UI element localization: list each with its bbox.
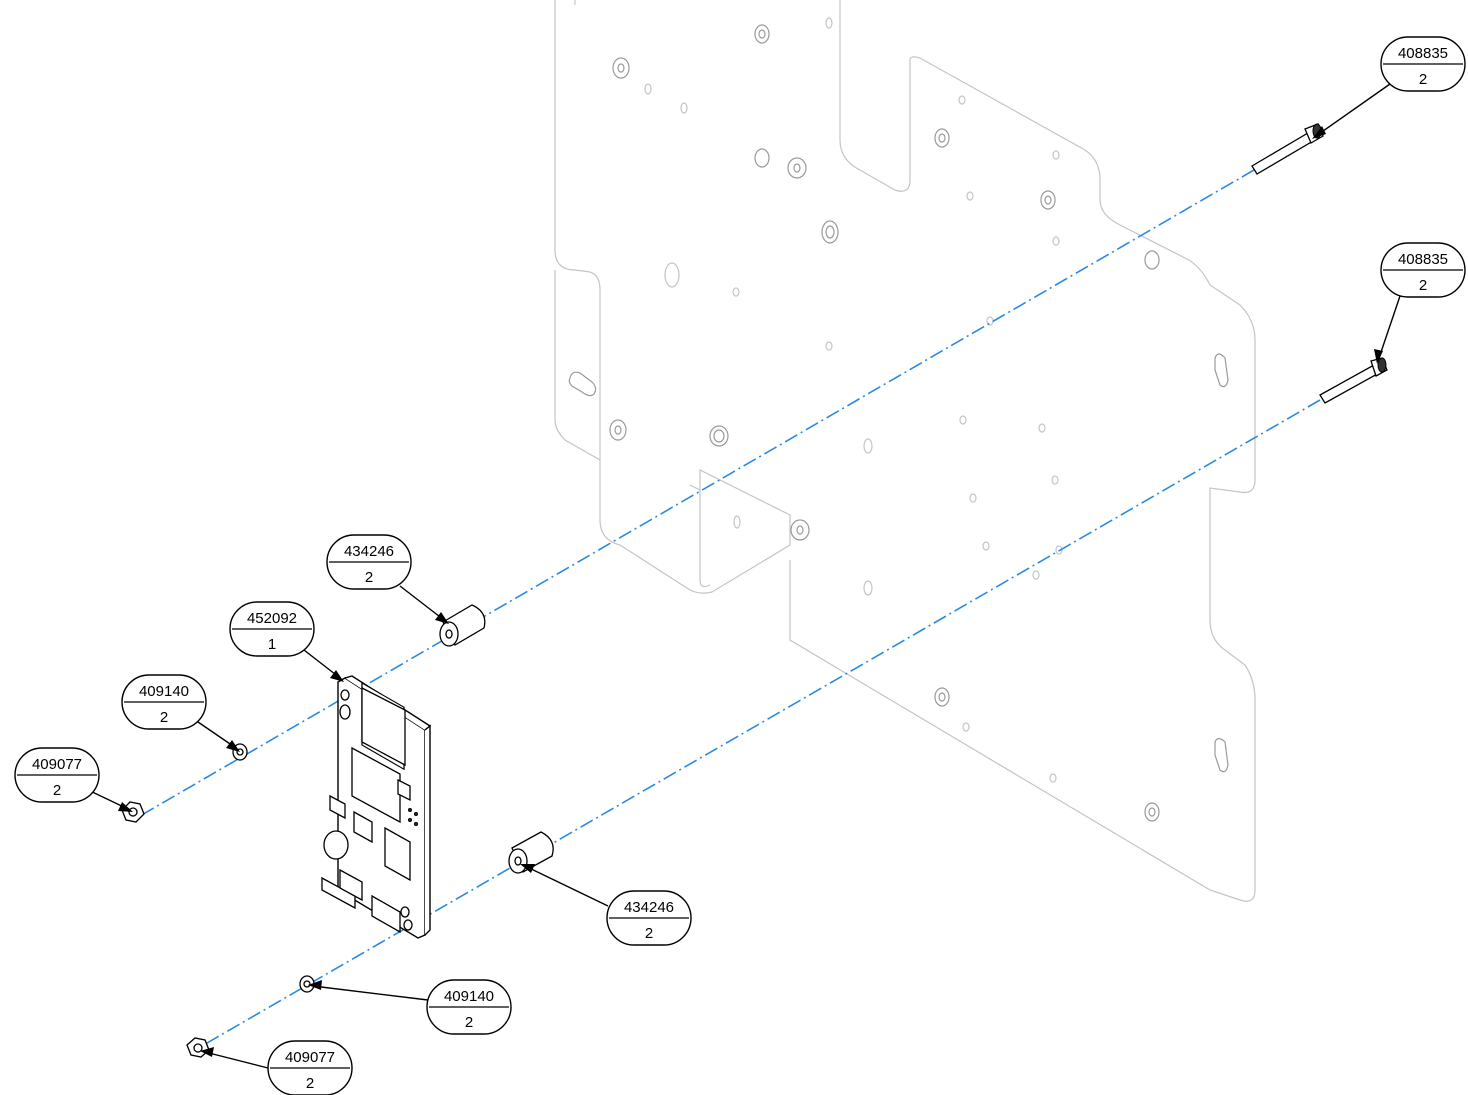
spacer-434246-lower (508, 831, 554, 874)
balloon-quantity: 2 (306, 1075, 314, 1092)
balloon-434246-lower[interactable]: 434246 2 (606, 890, 692, 946)
assembly-axes (139, 169, 1321, 1051)
balloon-409140-lower[interactable]: 409140 2 (426, 979, 512, 1035)
balloon-part-number: 409077 (285, 1049, 335, 1066)
ghost-holes (568, 17, 1229, 822)
balloon-434246-upper[interactable]: 434246 2 (326, 534, 412, 590)
nut-409077-lower (186, 1037, 210, 1058)
balloon-409077-upper[interactable]: 409077 2 (14, 747, 100, 803)
balloon-409140-upper[interactable]: 409140 2 (121, 674, 207, 730)
balloon-409077-lower[interactable]: 409077 2 (267, 1040, 353, 1095)
balloon-part-number: 452092 (247, 610, 297, 627)
bolt-408835-top (1251, 123, 1324, 175)
balloon-part-number: 408835 (1398, 45, 1448, 62)
upper-assembly-axis (139, 169, 1255, 817)
bolt-408835-mid (1319, 357, 1388, 404)
lower-assembly-axis (194, 399, 1321, 1051)
balloon-quantity: 1 (268, 636, 276, 653)
balloon-408835-mid[interactable]: 408835 2 (1380, 242, 1466, 298)
balloon-part-number: 409140 (444, 988, 494, 1005)
balloon-part-number: 409140 (139, 683, 189, 700)
balloon-part-number: 434246 (624, 899, 674, 916)
leaders (85, 83, 1401, 1069)
balloon-quantity: 2 (53, 782, 61, 799)
pcb-452092 (321, 675, 432, 939)
balloon-part-number: 409077 (32, 756, 82, 773)
balloon-quantity: 2 (365, 569, 373, 586)
ghost-back-panel (554, 0, 1256, 902)
balloon-part-number: 408835 (1398, 251, 1448, 268)
spacer-434246-upper (439, 604, 486, 647)
balloon-part-number: 434246 (344, 543, 394, 560)
balloon-452092[interactable]: 452092 1 (229, 601, 315, 657)
balloon-408835-top[interactable]: 408835 2 (1380, 36, 1466, 92)
washer-409140-lower (299, 975, 315, 993)
balloon-quantity: 2 (645, 925, 653, 942)
balloon-quantity: 2 (160, 709, 168, 726)
balloon-quantity: 2 (465, 1014, 473, 1031)
balloon-quantity: 2 (1419, 71, 1427, 88)
balloon-quantity: 2 (1419, 277, 1427, 294)
